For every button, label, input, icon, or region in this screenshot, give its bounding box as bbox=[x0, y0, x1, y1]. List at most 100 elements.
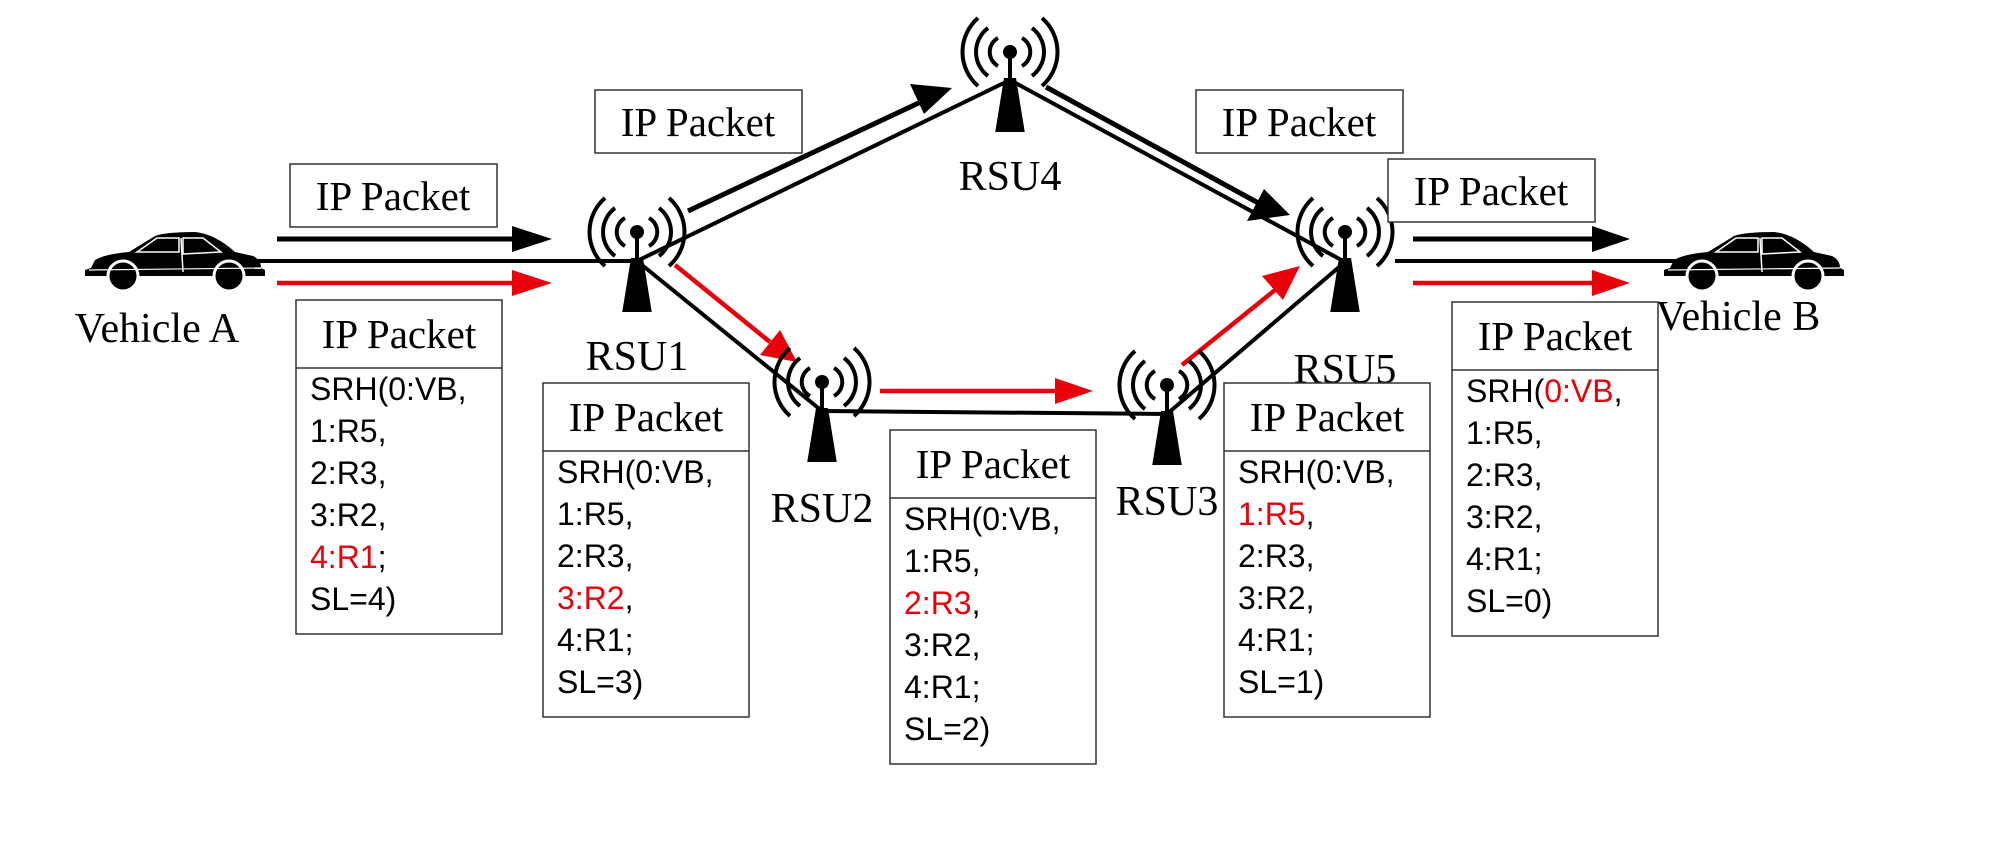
srh-line: SL=4) bbox=[310, 581, 396, 617]
srh-text: 1:R5, bbox=[557, 496, 633, 532]
sr-route-arrows bbox=[277, 263, 1630, 404]
packet-title: IP Packet bbox=[1250, 394, 1405, 440]
packet-title: IP Packet bbox=[569, 394, 724, 440]
srh-line: 4:R1; bbox=[904, 669, 980, 705]
vehicle-b[interactable]: Vehicle B bbox=[1656, 230, 1844, 340]
srh-line: 2:R3, bbox=[310, 455, 386, 491]
srh-packet-boxes: IP PacketSRH(0:VB,1:R5,2:R3,3:R2,4:R1;SL… bbox=[295, 299, 1659, 765]
srh-text: SRH(0:VB, bbox=[310, 371, 466, 407]
srh-text: 2:R3, bbox=[1238, 538, 1314, 574]
arrow-va-rsu1 bbox=[277, 226, 552, 252]
rsu4[interactable]: RSU4 bbox=[959, 16, 1062, 200]
srh-line: SRH(0:VB, bbox=[310, 371, 466, 407]
srh-packet-at-rsu2: IP PacketSRH(0:VB,1:R5,2:R3,3:R2,4:R1;SL… bbox=[889, 429, 1097, 765]
srh-text: , bbox=[1614, 373, 1623, 409]
srh-line: SRH(0:VB, bbox=[1466, 373, 1622, 409]
car-icon bbox=[85, 230, 265, 292]
srh-text: 3:R2, bbox=[1466, 499, 1542, 535]
srh-packet-at-rsu3: IP PacketSRH(0:VB,1:R5,2:R3,3:R2,4:R1;SL… bbox=[1223, 382, 1431, 718]
rsu1-label: RSU1 bbox=[586, 334, 689, 380]
arrow-red-rsu5-vb bbox=[1413, 270, 1630, 296]
srh-line: 1:R5, bbox=[557, 496, 633, 532]
srh-line: 3:R2, bbox=[904, 627, 980, 663]
packet-label: IP Packet bbox=[316, 173, 471, 219]
srh-line: 4:R1; bbox=[1466, 541, 1542, 577]
srh-text: SRH( bbox=[1466, 373, 1545, 409]
srh-text: 3:R2, bbox=[310, 497, 386, 533]
vehicle-b-label: Vehicle B bbox=[1656, 294, 1820, 340]
arrow-red-rsu1-rsu2 bbox=[673, 263, 797, 362]
srh-text: SL=1) bbox=[1238, 664, 1324, 700]
srh-text: SL=2) bbox=[904, 711, 990, 747]
srh-line: 3:R2, bbox=[1466, 499, 1542, 535]
srh-text: SL=4) bbox=[310, 581, 396, 617]
srh-line: SL=3) bbox=[557, 664, 643, 700]
srh-line: 3:R2, bbox=[557, 580, 633, 616]
srh-text: SRH(0:VB, bbox=[1238, 454, 1394, 490]
srh-line: SRH(0:VB, bbox=[904, 501, 1060, 537]
vehicle-a-label: Vehicle A bbox=[75, 306, 240, 352]
srh-line: 3:R2, bbox=[310, 497, 386, 533]
arrow-rsu4-rsu5 bbox=[1044, 84, 1290, 221]
srh-text: 2:R3, bbox=[310, 455, 386, 491]
active-segment: 4:R1 bbox=[310, 539, 378, 575]
srh-text: 3:R2, bbox=[1238, 580, 1314, 616]
srh-line: 3:R2, bbox=[1238, 580, 1314, 616]
srh-line: 1:R5, bbox=[904, 543, 980, 579]
srh-line: 2:R3, bbox=[904, 585, 980, 621]
packet-rsu1-rsu4: IP Packet bbox=[594, 89, 803, 154]
srh-text: 1:R5, bbox=[310, 413, 386, 449]
packet-rsu4-rsu5: IP Packet bbox=[1195, 89, 1404, 154]
arrow-red-rsu2-rsu3 bbox=[880, 378, 1093, 404]
srh-text: ; bbox=[378, 539, 387, 575]
srh-text: SL=3) bbox=[557, 664, 643, 700]
packet-label: IP Packet bbox=[621, 99, 776, 145]
antenna-tower-icon bbox=[1295, 196, 1395, 312]
srh-text: 4:R1; bbox=[1466, 541, 1542, 577]
srh-line: 2:R3, bbox=[1238, 538, 1314, 574]
srh-line: 4:R1; bbox=[310, 539, 386, 575]
packet-box bbox=[1223, 382, 1431, 718]
srh-text: SRH(0:VB, bbox=[904, 501, 1060, 537]
srh-text: 3:R2, bbox=[904, 627, 980, 663]
srh-line: SL=2) bbox=[904, 711, 990, 747]
link-rsu3-rsu5 bbox=[1165, 260, 1347, 416]
srh-text: , bbox=[972, 585, 981, 621]
packet-label: IP Packet bbox=[1222, 99, 1377, 145]
srh-line: 2:R3, bbox=[1466, 457, 1542, 493]
packet-title: IP Packet bbox=[322, 311, 477, 357]
antenna-tower-icon bbox=[960, 16, 1060, 132]
links bbox=[250, 78, 1690, 416]
packet-box bbox=[542, 382, 750, 718]
srh-line: SRH(0:VB, bbox=[557, 454, 713, 490]
arrow-rsu1-rsu4 bbox=[686, 84, 952, 214]
srh-text: 2:R3, bbox=[557, 538, 633, 574]
rsu4-label: RSU4 bbox=[959, 154, 1062, 200]
packet-box bbox=[295, 299, 503, 635]
packet-label: IP Packet bbox=[1414, 168, 1569, 214]
srh-line: 4:R1; bbox=[1238, 622, 1314, 658]
srh-text: 1:R5, bbox=[1466, 415, 1542, 451]
packet-rsu5-vb: IP Packet bbox=[1387, 158, 1596, 223]
link-rsu2-rsu3 bbox=[821, 409, 1168, 416]
srh-line: 1:R5, bbox=[1466, 415, 1542, 451]
active-segment: 0:VB bbox=[1544, 373, 1613, 409]
srh-packet-at-rsu5: IP PacketSRH(0:VB,1:R5,2:R3,3:R2,4:R1;SL… bbox=[1451, 301, 1659, 637]
srh-text: SL=0) bbox=[1466, 583, 1552, 619]
rsu1[interactable]: RSU1 bbox=[586, 196, 689, 380]
srh-line: SL=1) bbox=[1238, 664, 1324, 700]
packet-box bbox=[1451, 301, 1659, 637]
srh-line: SL=0) bbox=[1466, 583, 1552, 619]
rsu2-label: RSU2 bbox=[771, 486, 874, 532]
rsu2[interactable]: RSU2 bbox=[771, 346, 874, 532]
srh-text: SRH(0:VB, bbox=[557, 454, 713, 490]
rsu3[interactable]: RSU3 bbox=[1116, 349, 1219, 525]
arrow-red-rsu3-rsu5 bbox=[1180, 266, 1300, 367]
rsu5[interactable]: RSU5 bbox=[1294, 196, 1397, 393]
active-segment: 1:R5 bbox=[1238, 496, 1306, 532]
packet-va-rsu1: IP Packet bbox=[289, 163, 498, 228]
vehicle-a[interactable]: Vehicle A bbox=[75, 230, 265, 352]
srh-line: 4:R1; bbox=[557, 622, 633, 658]
car-icon bbox=[1664, 230, 1844, 292]
